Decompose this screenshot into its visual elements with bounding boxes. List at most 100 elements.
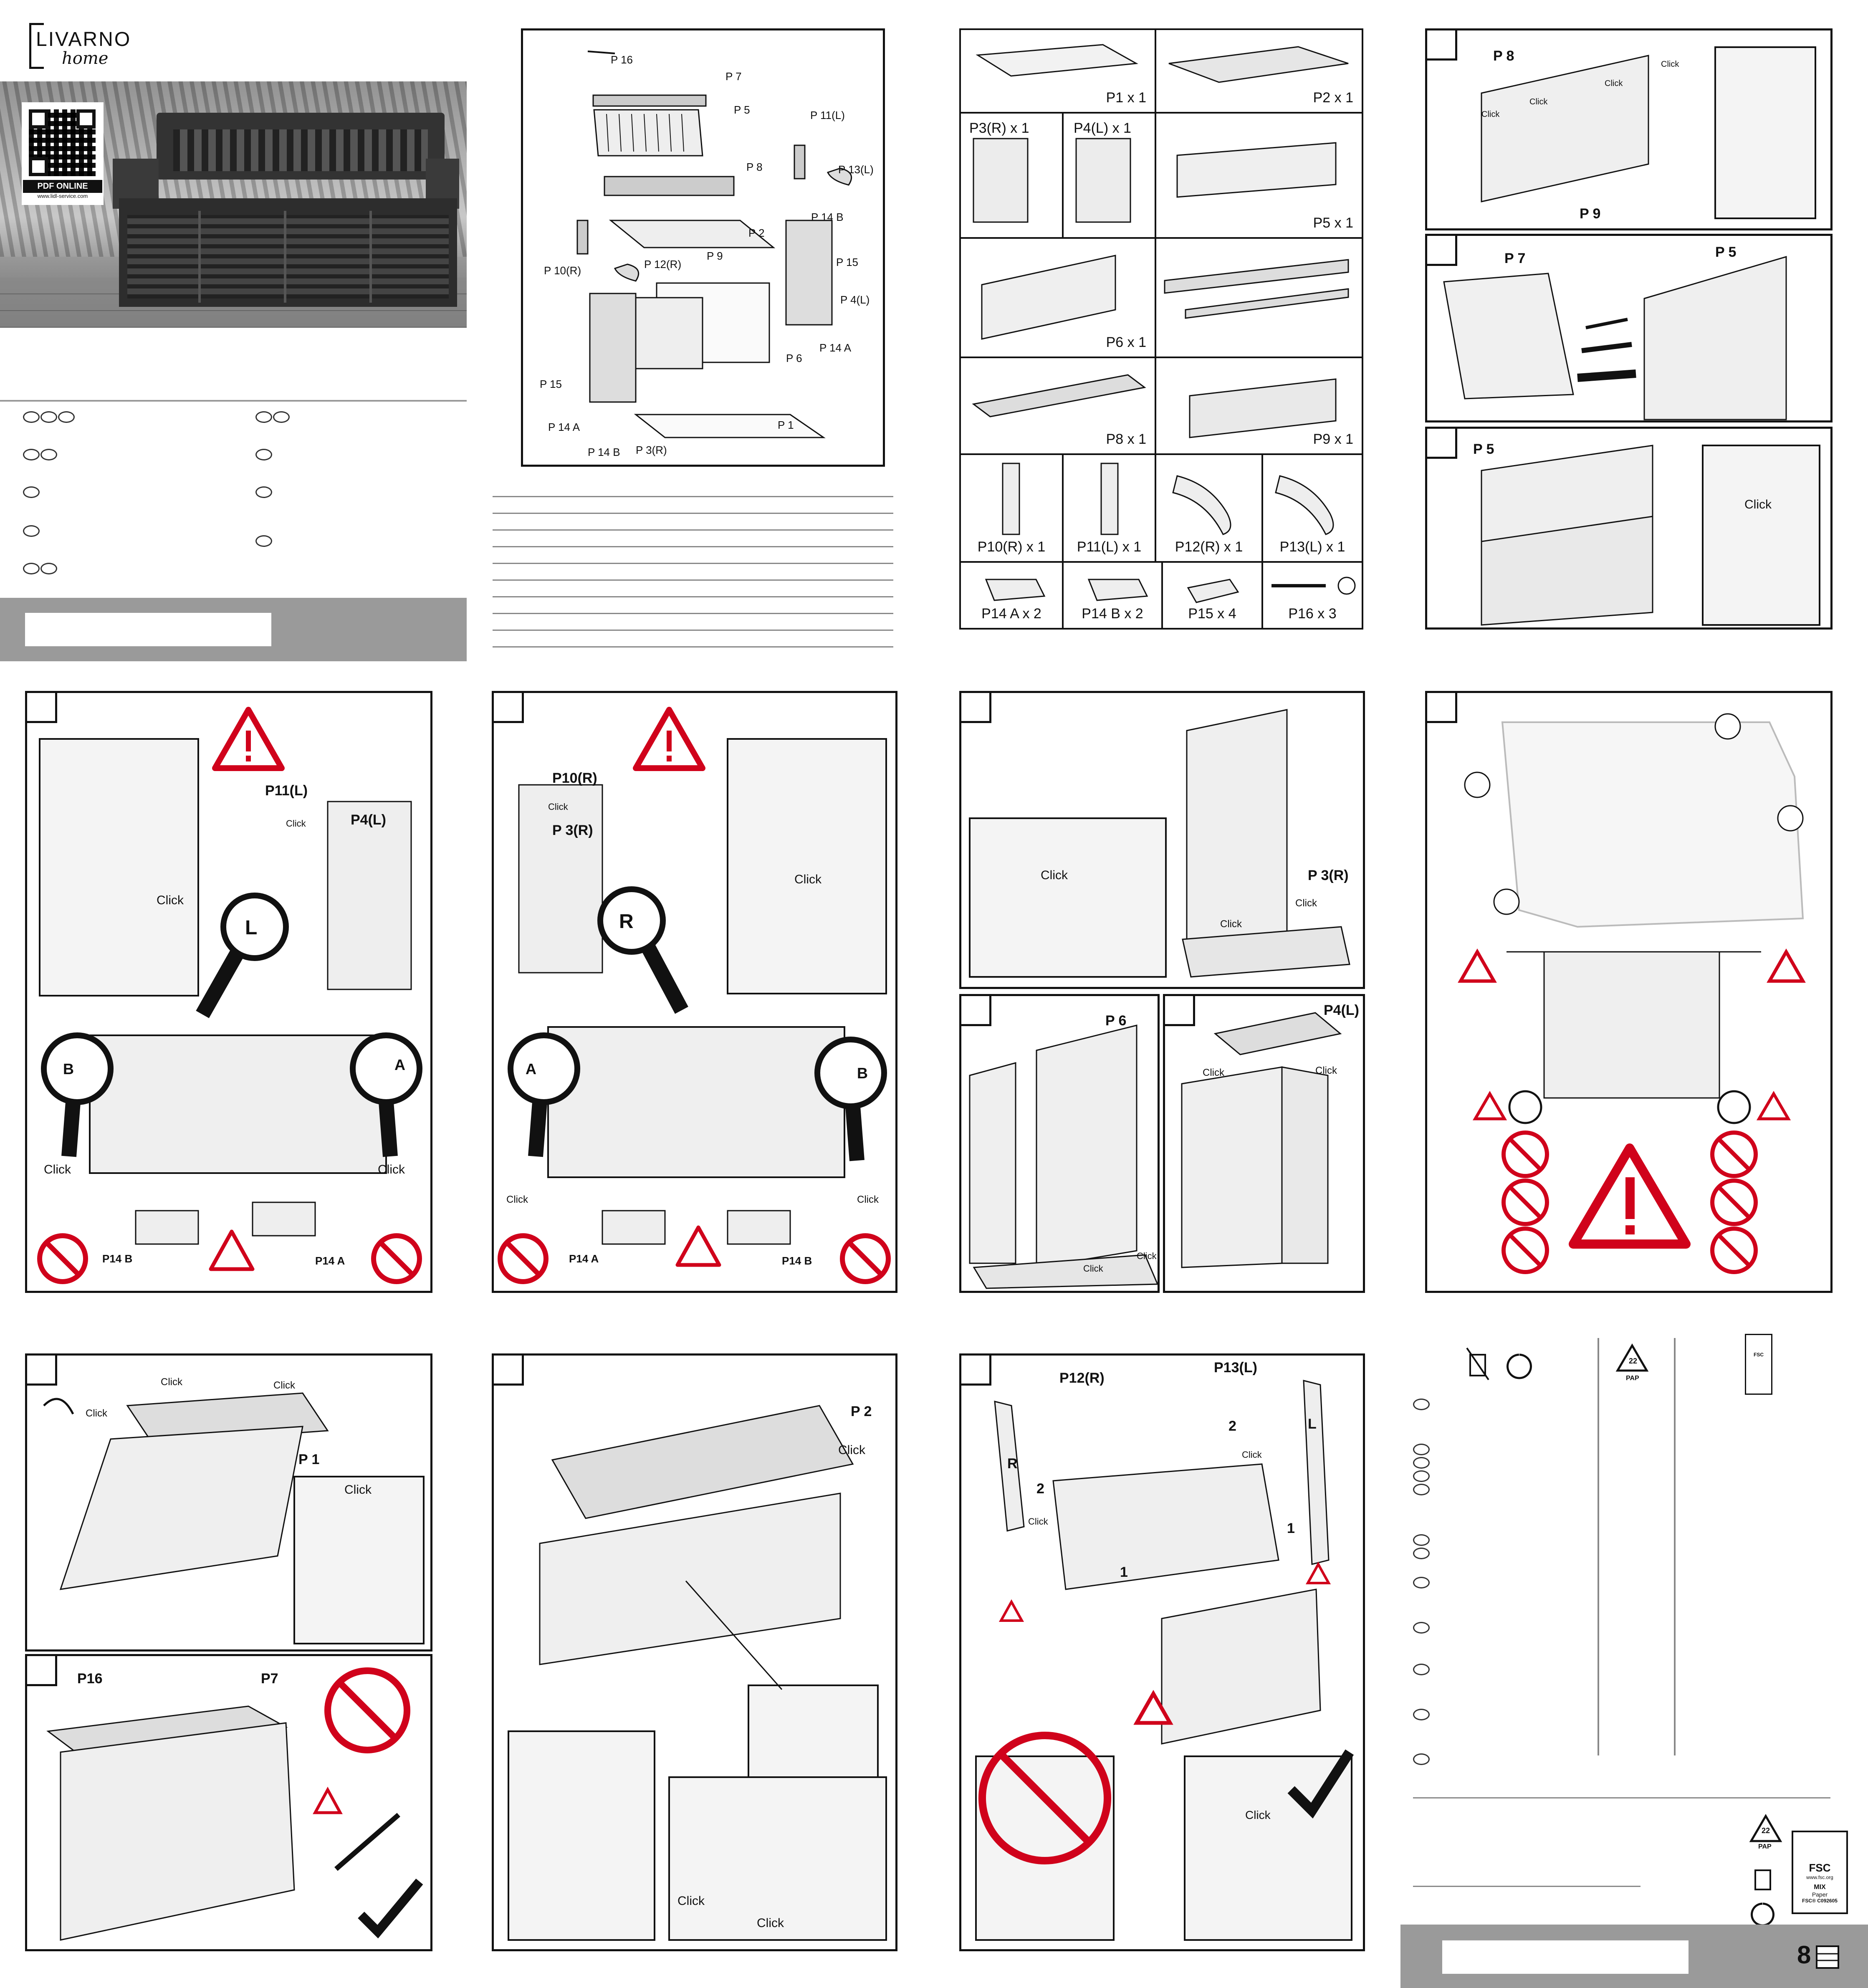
step4-label-a: A	[394, 1056, 405, 1073]
exploded-label-p11l: P 11(L)	[810, 109, 845, 121]
step13-label-p13l: P13(L)	[1214, 1360, 1257, 1376]
bench-box	[119, 198, 457, 307]
part-p11: P11(L) x 1	[1062, 453, 1156, 563]
exploded-view: P 16 P 7 P 5 P 11(L) P 8 P 13(L) P 2 P 1…	[521, 28, 885, 467]
flag-icon	[1816, 1945, 1839, 1969]
step-13: P12(R) P13(L) R L 2 2 1 1 Click Click Cl…	[959, 1353, 1365, 1951]
exploded-label-p13l: P 13(L)	[838, 163, 874, 176]
step-11: P16 P7	[25, 1654, 432, 1951]
step-number-box	[1427, 429, 1457, 459]
part-p7	[1155, 237, 1363, 358]
trash-and-recycle-icons	[1751, 1869, 1774, 1927]
fsc-logo: FSC www.fsc.org MIX Paper FSC® C092605	[1792, 1831, 1848, 1914]
exploded-label-p15b: P 15	[540, 378, 562, 390]
step-number-box	[1427, 236, 1457, 266]
step4-label-p14b: P14 B	[102, 1252, 133, 1265]
part-p3: P3(R) x 1	[959, 112, 1064, 239]
part-p6: P6 x 1	[959, 237, 1156, 358]
product-photo: PDF ONLINE www.lidl-service.com	[0, 81, 467, 328]
back-footer-band: 8	[1400, 1925, 1868, 1988]
part-p16: P16 x 3	[1261, 561, 1363, 630]
step-10: P 1 Click Click Click Click	[25, 1353, 432, 1652]
exploded-label-p15a: P 15	[836, 256, 859, 268]
part-p9: P9 x 1	[1155, 357, 1363, 455]
step8-label-p4l: P4(L)	[1324, 1002, 1359, 1018]
step1-label-p8: P 8	[1493, 48, 1514, 64]
brand-sub: home	[62, 49, 109, 68]
step12-label-p2: P 2	[851, 1404, 872, 1419]
step-number-box	[494, 1356, 524, 1386]
page-number: 8	[1797, 1941, 1811, 1969]
exploded-label-p6: P 6	[786, 352, 802, 364]
step4-label-p14a: P14 A	[315, 1255, 345, 1267]
exploded-drawing	[576, 51, 852, 438]
step5-label-p14a: P14 A	[569, 1252, 599, 1265]
exploded-label-p7: P 7	[725, 70, 742, 83]
step-7: P 6 Click Click	[959, 994, 1160, 1293]
step13-label-p12r: P12(R)	[1059, 1370, 1105, 1386]
exploded-label-p14b: P 14 B	[811, 211, 844, 223]
step-12: P 2 Click Click Click	[492, 1353, 897, 1951]
pap-recycle-icon	[1615, 1343, 1649, 1372]
step4-label-l: L	[245, 917, 258, 939]
step5-drawing	[498, 707, 891, 1284]
step-number-box	[1427, 30, 1457, 61]
step2-label-p7: P 7	[1504, 250, 1526, 266]
step4-label-p11l: P11(L)	[265, 783, 308, 799]
part-p14b: P14 B x 2	[1062, 561, 1163, 630]
step5-label-p10r: P10(R)	[552, 770, 597, 786]
step-3: P 5 Click	[1425, 427, 1833, 630]
step13-label-r: R	[1007, 1456, 1018, 1472]
part-p13: P13(L) x 1	[1261, 453, 1363, 563]
step11-label-p7: P7	[261, 1671, 278, 1687]
step-number-box	[961, 1356, 991, 1386]
exploded-label-p8: P 8	[746, 161, 763, 173]
step5-label-p3r: P 3(R)	[552, 822, 593, 838]
part-p5: P5 x 1	[1155, 112, 1363, 239]
step-5: P10(R) P 3(R) R A B P14 A P14 B Click Cl…	[492, 691, 897, 1293]
brand-logo: LIVARNO home	[29, 23, 142, 73]
qr-url: www.lidl-service.com	[37, 193, 88, 199]
exploded-label-p14b-2: P 14 B	[588, 446, 620, 458]
step2-label-p5: P 5	[1715, 244, 1737, 260]
step13-label-2b: 2	[1228, 1418, 1236, 1434]
part-p2: P2 x 1	[1155, 28, 1363, 114]
step-number-box	[1427, 693, 1457, 723]
step13-label-1a: 1	[1120, 1564, 1128, 1580]
exploded-label-p2: P 2	[748, 227, 765, 239]
exploded-label-p12r: P 12(R)	[644, 258, 682, 271]
step-4: P11(L) P4(L) L B A P14 B P14 A Click Cli…	[25, 691, 432, 1293]
cover-footer-band	[0, 598, 467, 661]
fsc-logo-small: FSC	[1745, 1334, 1772, 1395]
qr-code[interactable]: PDF ONLINE www.lidl-service.com	[22, 102, 104, 205]
step5-label-r: R	[619, 911, 634, 933]
part-p8: P8 x 1	[959, 357, 1156, 455]
part-p4: P4(L) x 1	[1062, 112, 1156, 239]
step-number-box	[961, 693, 991, 723]
step13-label-l: L	[1308, 1416, 1317, 1432]
step11-label-p16: P16	[77, 1671, 103, 1687]
step-number-box	[27, 1656, 57, 1686]
exploded-label-p16: P 16	[611, 53, 633, 66]
exploded-label-p10r: P 10(R)	[544, 264, 581, 277]
qr-label: PDF ONLINE	[23, 180, 102, 193]
brand-name: LIVARNO	[36, 28, 131, 51]
step-9	[1425, 691, 1833, 1293]
exploded-label-p4l: P 4(L)	[840, 293, 870, 306]
step4-label-b: B	[63, 1060, 74, 1077]
step-number-box	[27, 693, 57, 723]
exploded-label-p14a-2: P 14 A	[548, 421, 580, 433]
trash-icon	[1466, 1347, 1532, 1381]
step-6: P 3(R) Click Click Click	[959, 691, 1365, 989]
bench-backrest	[157, 113, 445, 180]
exploded-label-p1: P 1	[778, 419, 794, 431]
step-1: P 8 P 9 Click Click Click Click	[1425, 28, 1833, 230]
step-2: P 7 P 5	[1425, 234, 1833, 422]
step5-label-a: A	[526, 1060, 536, 1077]
step5-label-p14b: P14 B	[782, 1255, 812, 1267]
step1-label-p9: P 9	[1580, 206, 1601, 222]
pap-recycle-icon-2	[1749, 1814, 1782, 1842]
step4-drawing	[37, 707, 422, 1284]
exploded-label-p14a-1: P 14 A	[819, 341, 852, 354]
part-p10: P10(R) x 1	[959, 453, 1064, 563]
